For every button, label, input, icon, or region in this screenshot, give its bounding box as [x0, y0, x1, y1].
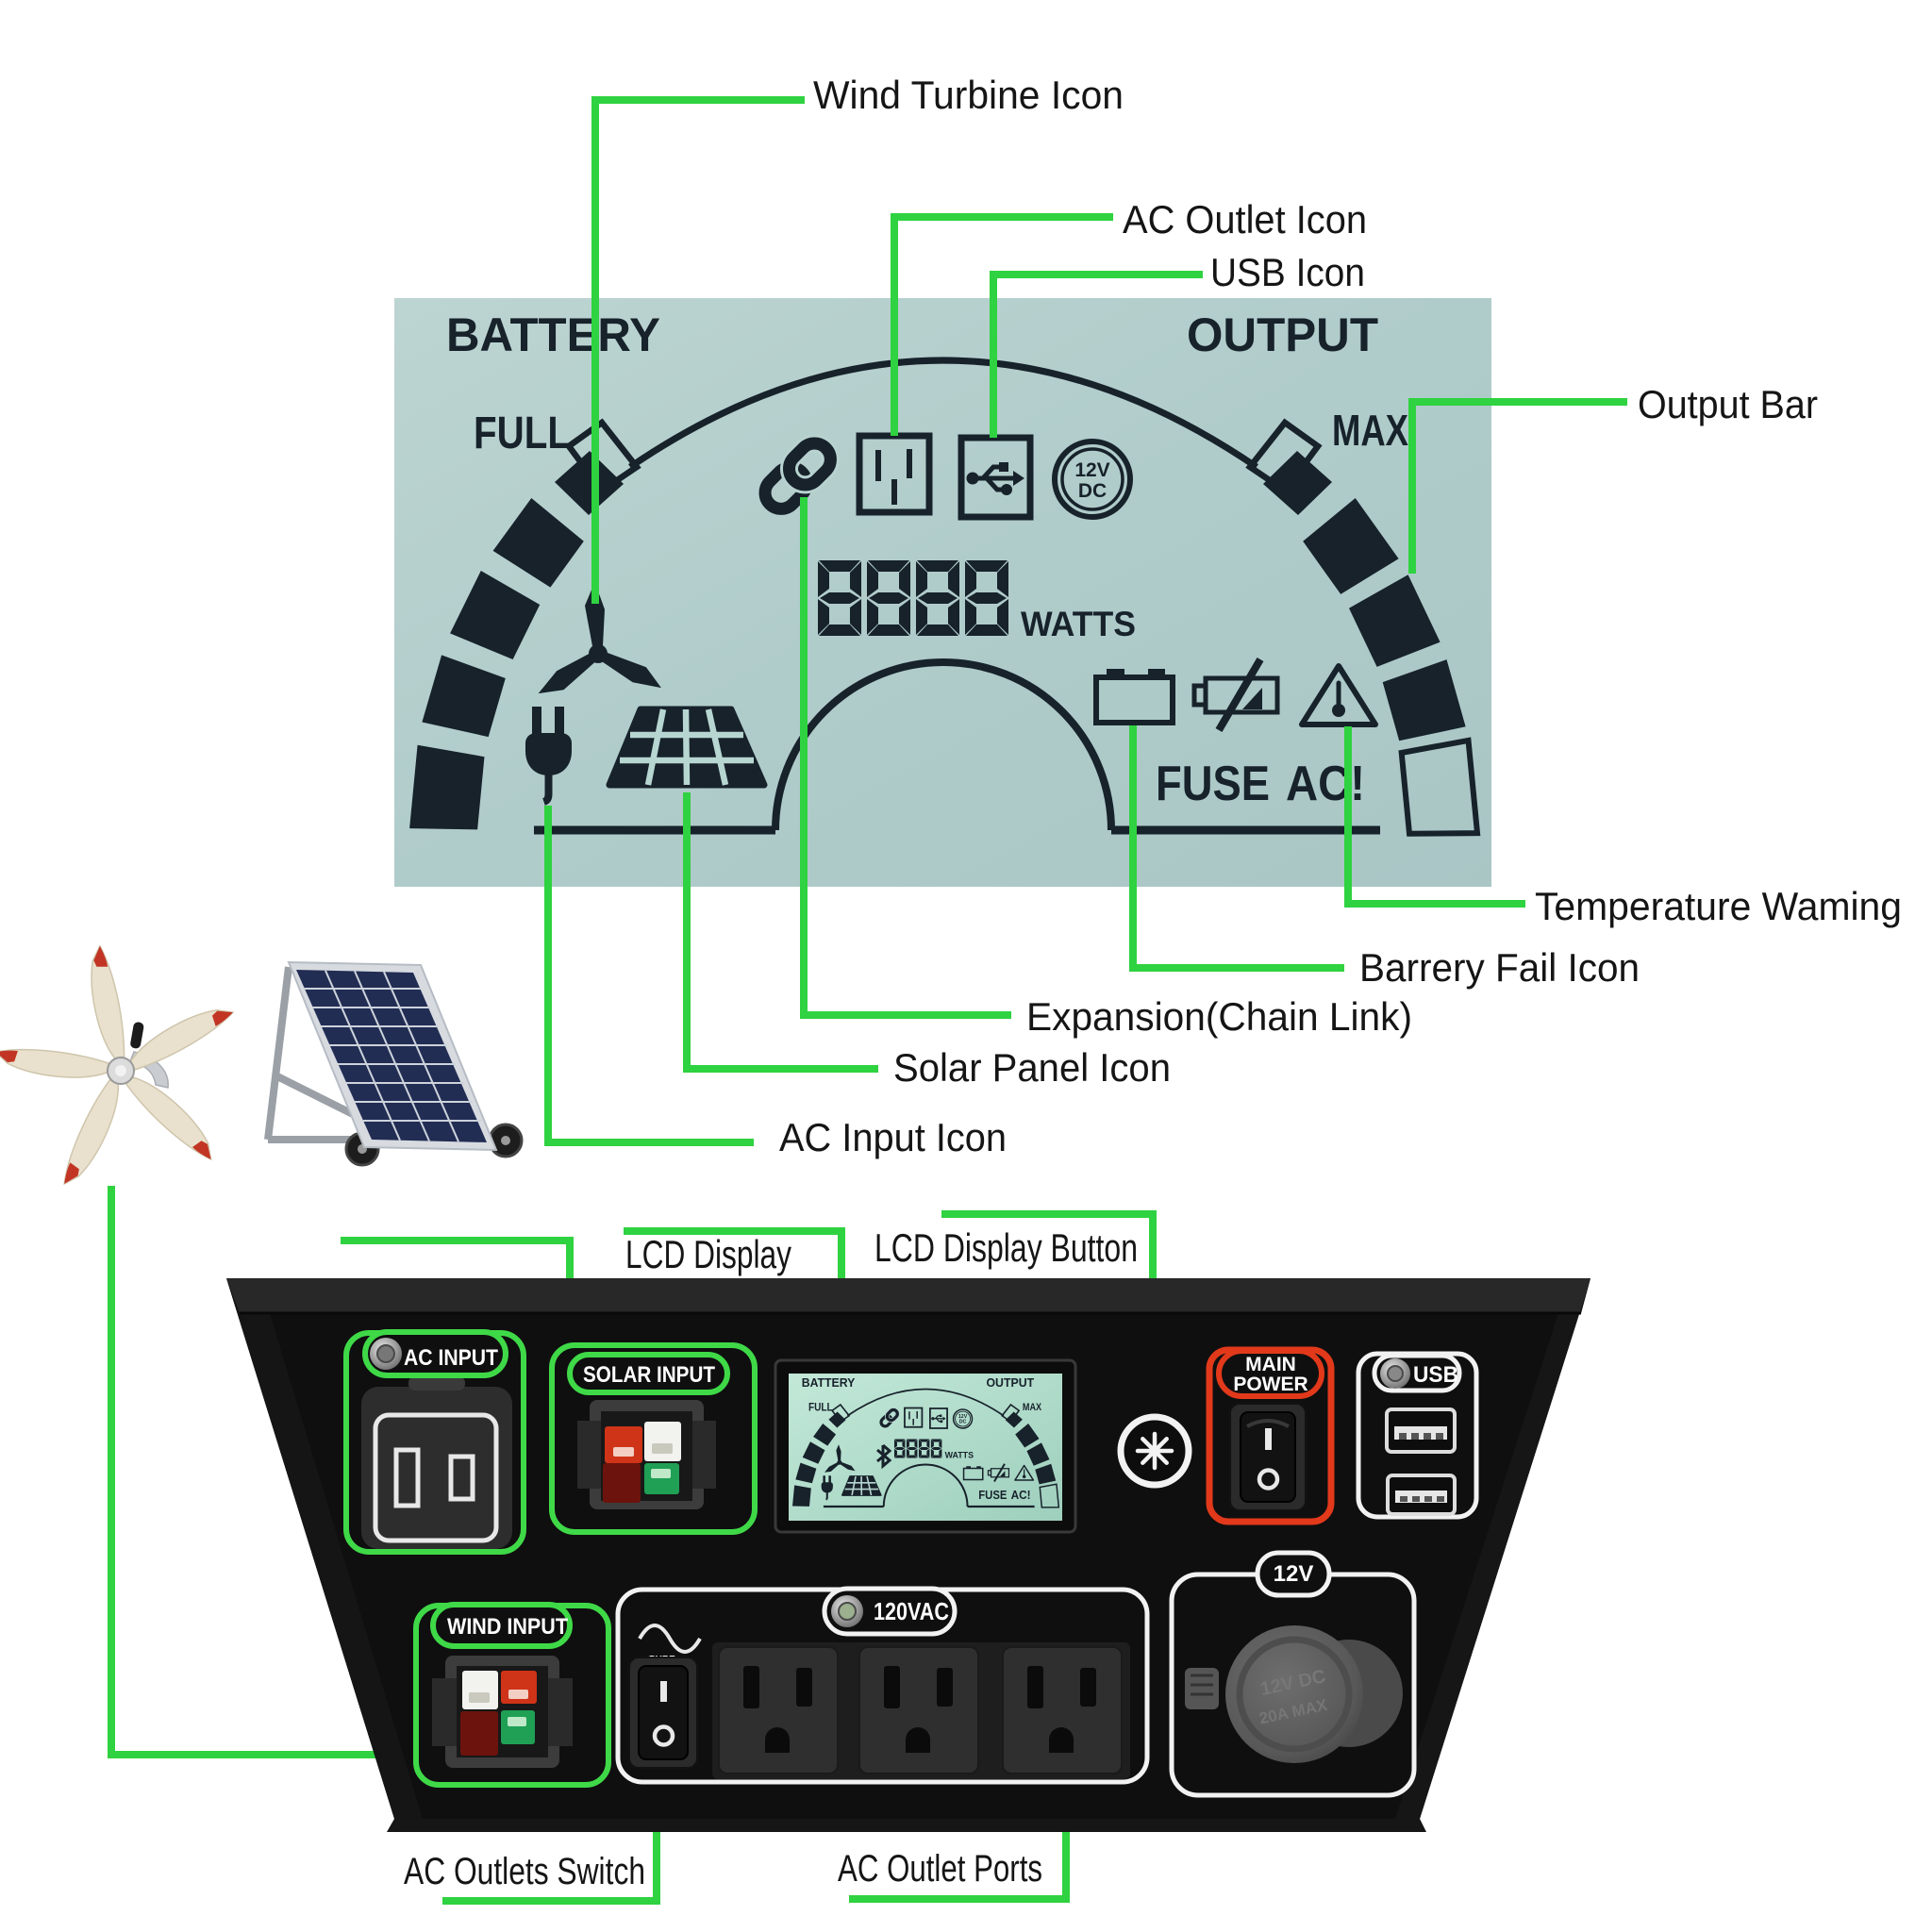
- svg-text:Barrery Fail Icon: Barrery Fail Icon: [1359, 945, 1640, 990]
- svg-text:Wind Turbine Icon: Wind Turbine Icon: [813, 73, 1124, 117]
- svg-text:LCD Display: LCD Display: [625, 1232, 791, 1276]
- svg-text:MAIN: MAIN: [1245, 1354, 1296, 1375]
- svg-text:AC Input Icon: AC Input Icon: [779, 1115, 1007, 1159]
- svg-text:USB Icon: USB Icon: [1210, 250, 1365, 294]
- svg-text:USB: USB: [1413, 1362, 1458, 1388]
- svg-text:AC INPUT: AC INPUT: [404, 1345, 498, 1371]
- svg-text:AC Outlet Ports: AC Outlet Ports: [838, 1848, 1042, 1890]
- svg-text:SOLAR INPUT: SOLAR INPUT: [583, 1362, 715, 1388]
- svg-text:Solar Panel Icon: Solar Panel Icon: [893, 1045, 1171, 1090]
- svg-text:120VAC: 120VAC: [874, 1597, 949, 1625]
- svg-text:Expansion(Chain Link): Expansion(Chain Link): [1026, 994, 1412, 1039]
- svg-text:Temperature Waming: Temperature Waming: [1535, 884, 1902, 928]
- svg-text:LCD Display Button: LCD Display Button: [874, 1225, 1138, 1270]
- svg-text:AC Outlet Icon: AC Outlet Icon: [1123, 197, 1367, 242]
- svg-text:AC Outlets Switch: AC Outlets Switch: [404, 1851, 645, 1892]
- svg-text:Output Bar: Output Bar: [1638, 382, 1818, 426]
- svg-text:WIND INPUT: WIND INPUT: [447, 1614, 568, 1640]
- svg-text:12V: 12V: [1274, 1561, 1314, 1587]
- svg-text:POWER: POWER: [1233, 1374, 1307, 1395]
